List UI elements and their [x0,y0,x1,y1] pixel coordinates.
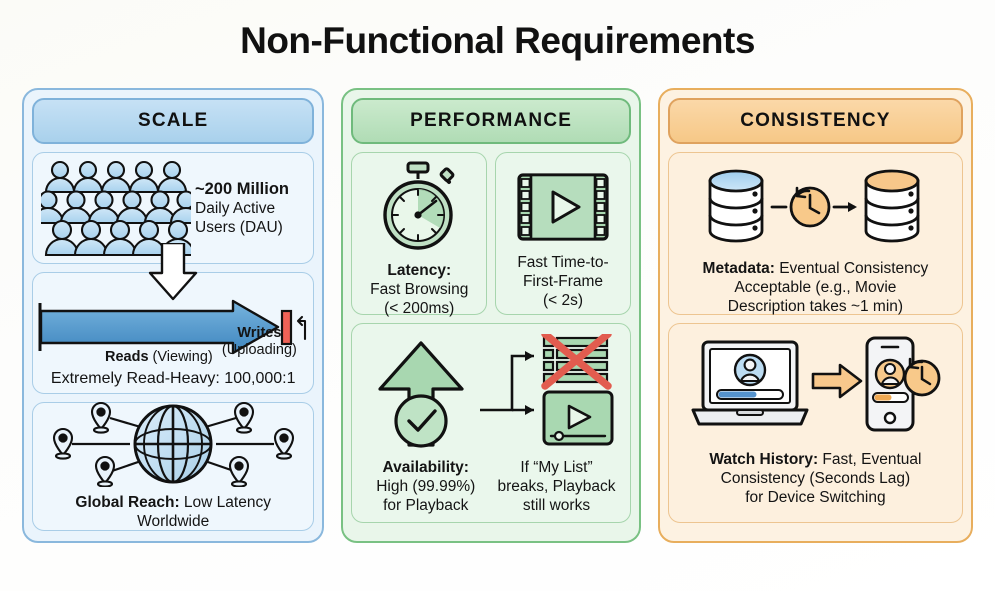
card-metadata: Metadata: Eventual Consistency Acceptabl… [667,152,963,317]
watch-history-line-1-rest: Fast, Eventual [818,451,922,469]
column-header-scale: SCALE [32,98,315,144]
card-watch-history: Watch History: Fast, Eventual Consistenc… [667,323,963,523]
mylist-line-3: still works [522,497,591,515]
svg-text:Reads (Viewing): Reads (Viewing) [105,349,213,365]
metadata-line-3: Description takes ~1 min) [727,297,904,315]
latency-line-2: Fast Browsing [370,280,469,298]
column-header-performance: PERFORMANCE [351,98,631,144]
column-performance: PERFORMANCE [341,88,641,543]
database-sync-clock-icon [700,163,930,254]
performance-top-row: Latency: Fast Browsing (< 200ms) [351,152,631,317]
watch-history-line-3: for Device Switching [745,489,886,507]
writes-label-bold: Writes [237,325,282,341]
latency-text: Latency: Fast Browsing (< 200ms) [364,262,474,319]
dau-text: ~200 Million Daily Active Users (DAU) [195,179,305,238]
column-header-consistency: CONSISTENCY [667,98,963,144]
availability-line-3: for Playback [383,497,469,515]
writes-label-rest: (Uploading) [221,341,297,358]
dau-line-3: Users (DAU) [195,219,283,237]
read-heavy-ratio-text: Extremely Read-Heavy: 100,000:1 [50,370,296,387]
metadata-line-1: Metadata: Eventual Consistency [703,260,929,279]
mylist-line-2: breaks, Playback [497,478,616,496]
funnel-down-arrow-icon [145,241,201,306]
availability-line-2: High (99.99%) [376,478,476,496]
global-reach-text: Global Reach: Low Latency Worldwide [37,494,309,532]
metadata-label: Metadata: [702,260,775,277]
mylist-line-1: If “My List” [520,459,593,477]
dau-line-1: ~200 Million [195,179,289,198]
metadata-line-1-rest: Eventual Consistency [774,260,929,277]
stopwatch-icon [370,161,468,258]
availability-texts: Availability: High (99.99%) for Playback… [360,459,621,516]
watch-history-label: Watch History: [709,451,819,469]
latency-line-1: Latency: [387,262,452,279]
ttff-line-1: Fast Time-to- [517,254,609,271]
global-reach-label: Global Reach: [75,494,180,512]
card-global-reach: Global Reach: Low Latency Worldwide [32,401,315,532]
up-arrow-with-check-icon [364,337,470,454]
writes-label: Writes (Uploading) [211,325,307,358]
metadata-line-2: Acceptable (e.g., Movie [734,278,897,296]
film-play-icon [516,169,610,250]
crowd-of-users-icon [31,156,203,261]
latency-line-3: (< 200ms) [384,299,455,317]
watch-history-line-2: Consistency (Seconds Lag) [720,470,911,488]
column-scale: SCALE [22,88,325,543]
card-time-to-first-frame: Fast Time-to- First-Frame (< 2s) [495,152,631,315]
column-consistency: CONSISTENCY [657,88,973,543]
card-read-write-ratio: Reads (Viewing) Writes (Uploading) Extre… [32,241,315,394]
laptop-to-phone-sync-icon [689,336,941,441]
ttff-line-3: (< 2s) [542,291,584,309]
page-title: Non-Functional Requirements [240,20,755,61]
availability-branch-icons [478,330,618,457]
card-availability: Availability: High (99.99%) for Playback… [351,323,631,523]
availability-icons-row [360,330,621,459]
ttff-text: Fast Time-to- First-Frame (< 2s) [511,254,614,311]
global-reach-desc: Low Latency Worldwide [137,494,271,530]
availability-left-text: Availability: High (99.99%) for Playback [360,459,491,516]
ttff-line-2: First-Frame [522,272,604,290]
globe-with-location-pins-icon [42,401,304,492]
availability-right-text: If “My List” breaks, Playback still work… [491,459,622,516]
watch-history-line-1: Watch History: Fast, Eventual [709,451,921,470]
metadata-text: Metadata: Eventual Consistency Acceptabl… [697,260,935,317]
columns-container: SCALE [22,88,973,543]
card-latency: Latency: Fast Browsing (< 200ms) [351,152,488,317]
availability-line-1: Availability: [382,459,469,477]
read-write-arrow-icon: Reads (Viewing) [33,299,313,365]
dau-line-2: Daily Active [195,200,276,217]
watch-history-text: Watch History: Fast, Eventual Consistenc… [703,451,927,508]
